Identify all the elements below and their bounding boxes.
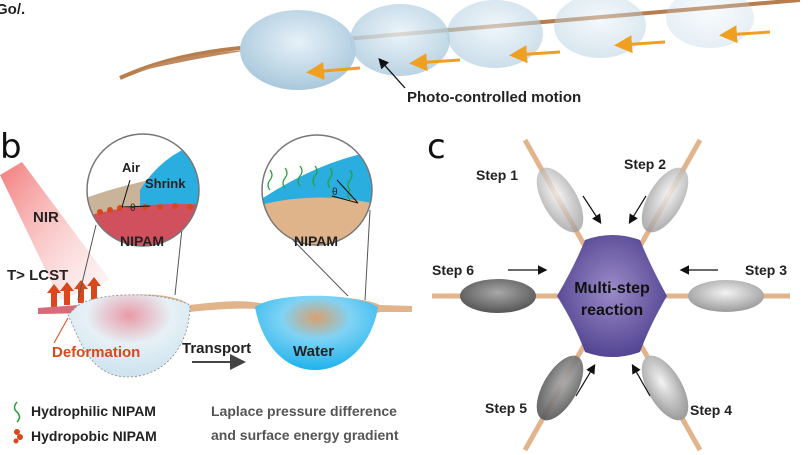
fiber [119,0,801,80]
droplet-step6 [460,279,536,313]
air-label: Air [122,160,140,175]
mechanism-line2: and surface energy gradient [211,427,399,443]
droplet [447,0,543,68]
droplet [350,4,450,76]
deformed-droplet [67,294,191,378]
pointer-arrow [378,58,406,89]
nir-label: NIR [33,209,59,226]
water-label: Water [293,343,334,360]
panel-b: b NIR T> LCST Deformation Transport Wate… [0,127,412,444]
deformation-pointer [53,317,69,344]
step-1-label: Step 1 [476,167,518,183]
cut-label: Go/. [0,1,25,18]
hydrophilic-icon [13,401,21,423]
hydrophobic-icon [13,429,23,444]
droplet [666,0,754,48]
hub-line2: reaction [581,302,643,319]
panel-letter-b: b [0,127,22,167]
water-droplet [255,295,378,370]
step-3-label: Step 3 [745,262,787,278]
mechanism-line1: Laplace pressure difference [211,403,397,419]
motion-caption: Photo-controlled motion [407,89,581,106]
motion-arrows [306,25,771,80]
legend-hydrophilic: Hydrophilic NIPAM [31,403,156,419]
droplet-step2 [641,167,689,233]
nipam-left-label: NIPAM [120,233,164,249]
droplet [240,10,356,90]
heat-arrows-icon [47,277,101,307]
zoom-circle-right-border [261,134,373,246]
shrink-label: Shrink [145,176,186,191]
legend-hydrophobic: Hydropobic NIPAM [31,428,157,444]
panel-c: c Multi-step reaction Step 1 Step 2 Step [427,127,790,452]
step-arrows [508,195,718,397]
theta-left: θ [130,203,136,214]
spindle-droplets [460,167,764,421]
hub-line1: Multi-step [574,280,650,297]
step-6-label: Step 6 [432,262,474,278]
droplet-step5 [536,355,584,421]
zoom-line [289,236,349,297]
theta-right: θ [332,187,338,198]
droplet [554,0,646,58]
zoom-line [364,209,371,301]
droplet-step3 [688,280,764,312]
nir-beam [0,162,110,300]
heated-fiber [38,305,80,314]
step-4-label: Step 4 [690,402,732,418]
transport-label: Transport [182,340,251,357]
step-5-label: Step 5 [485,400,527,416]
panel-letter-c: c [427,127,446,167]
step-2-label: Step 2 [624,156,666,172]
temperature-label: T> LCST [7,267,68,284]
zoom-circle-left-border [86,133,200,247]
reaction-hub [557,235,667,357]
nipam-right-label: NIPAM [294,233,338,249]
zoom-line [77,224,97,301]
droplet-step1 [536,167,584,233]
deformation-label: Deformation [52,344,140,361]
panel-a: Go/. Photo-controlled motion [0,0,801,106]
droplet-step4 [641,355,689,421]
